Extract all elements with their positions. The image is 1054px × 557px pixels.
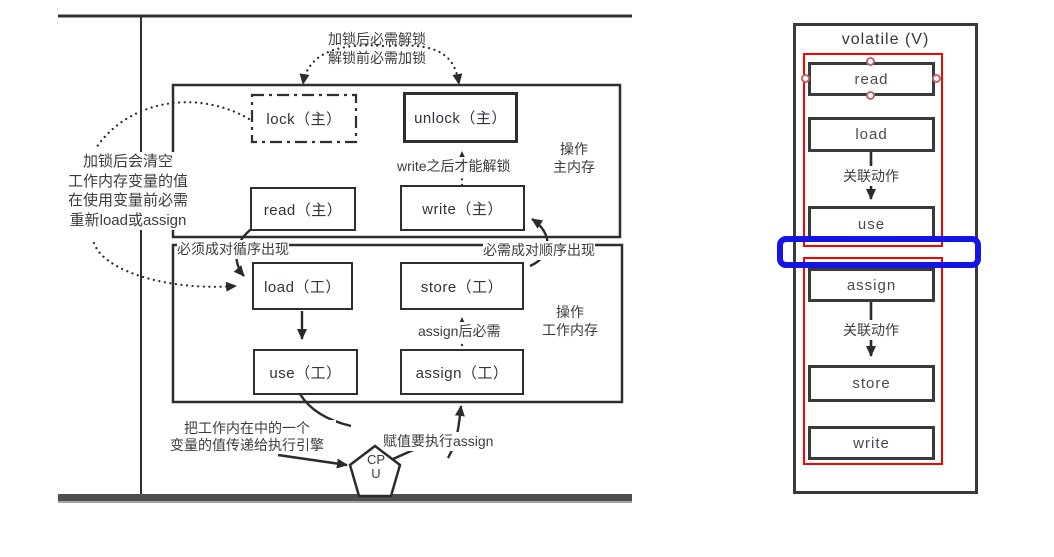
blue-highlight-overlay[interactable]	[777, 236, 981, 268]
load-box: load（工）	[252, 262, 353, 310]
lock-unlock-note-line2: 解锁前必需加锁	[328, 50, 426, 66]
red-highlight-frame-bottom[interactable]	[803, 257, 943, 465]
volatile-use-label: use	[857, 215, 886, 233]
lock-box: lock（主）	[252, 95, 356, 142]
pair-note-left: 必须成对循序出现	[177, 240, 289, 259]
store-label: store（工）	[420, 278, 504, 296]
use-box: use（工）	[253, 349, 358, 395]
unlock-box: unlock（主）	[403, 92, 518, 143]
selection-handle-left[interactable]	[801, 74, 810, 83]
lock-clear-note-line1: 加锁后会清空	[82, 153, 173, 170]
cpu-pentagon	[348, 444, 402, 498]
volatile-store-shape[interactable]: store	[808, 365, 935, 402]
volatile-load-label: load	[855, 126, 888, 143]
main-memory-label-line2: 主内存	[553, 159, 595, 175]
volatile-title: volatile (V)	[841, 31, 930, 48]
volatile-assign-label: assign	[846, 276, 897, 294]
main-memory-label-line1: 操作	[560, 141, 588, 157]
working-memory-label-line2: 工作内存	[542, 322, 598, 338]
lock-unlock-arc-right	[388, 44, 463, 86]
lock-clear-note-line3: 在使用变量前必需	[67, 192, 188, 209]
lock-clear-note: 加锁后会清空 工作内存变量的值 在使用变量前必需 重新load或assign	[62, 152, 194, 230]
lock-note-arc	[94, 101, 251, 150]
lock-clear-note-line4: 重新load或assign	[69, 211, 187, 229]
load-label: load（工）	[264, 278, 341, 296]
use-note-curve	[298, 393, 352, 428]
cpu-label-line1: CP	[366, 452, 386, 467]
write-unlock-note: write之后才能解锁	[397, 157, 511, 176]
working-memory-label: 操作 工作内存	[533, 303, 607, 339]
read-label: read（主）	[263, 201, 343, 219]
use-label: use（工）	[269, 364, 342, 382]
use-cpu-note: 把工作内在中的一个 变量的值传递给执行引擎	[158, 420, 336, 454]
pair-note-right: 必需成对顺序出现	[483, 241, 595, 260]
store-box: store（工）	[400, 262, 524, 310]
use-cpu-note-line2: 变量的值传递给执行引擎	[170, 437, 324, 453]
assign-label: assign（工）	[415, 364, 509, 382]
working-memory-label-line1: 操作	[556, 304, 584, 320]
red-highlight-frame-top[interactable]	[803, 53, 943, 247]
note-cpu-arrow	[277, 453, 348, 469]
unlock-label: unlock（主）	[414, 110, 507, 127]
lock-box-border	[250, 93, 358, 144]
selection-handle-bottom[interactable]	[866, 91, 875, 100]
note-load-arc	[92, 241, 238, 292]
volatile-store-label: store	[852, 375, 891, 392]
bottom-rule	[58, 494, 632, 501]
read-box: read（主）	[250, 187, 356, 231]
write-box: write（主）	[400, 185, 525, 231]
link-label-bottom: 关联动作	[838, 320, 904, 340]
lock-unlock-note: 加锁后必需解锁 解锁前必需加锁	[328, 30, 426, 68]
assign-box: assign（工）	[400, 349, 524, 395]
main-memory-label: 操作 主内存	[543, 140, 605, 176]
selection-handle-top[interactable]	[866, 57, 875, 66]
cpu-label-line2: U	[371, 466, 381, 481]
cpu-label: CP U	[355, 453, 397, 481]
lock-clear-note-line2: 工作内存变量的值	[67, 172, 188, 190]
volatile-write-label: write	[853, 434, 890, 452]
selection-handle-right[interactable]	[932, 74, 941, 83]
volatile-assign-shape[interactable]: assign	[808, 268, 935, 302]
assign-store-note: assign后必需	[418, 322, 501, 341]
use-cpu-note-line1: 把工作内在中的一个	[184, 420, 310, 436]
volatile-load-shape[interactable]: load	[808, 117, 935, 152]
volatile-write-shape[interactable]: write	[808, 426, 935, 460]
lock-unlock-arc-left	[299, 44, 385, 86]
volatile-read-label: read	[854, 70, 889, 88]
working-memory-box	[171, 243, 624, 404]
lock-unlock-note-line1: 加锁后必需解锁	[328, 31, 426, 47]
link-label-top: 关联动作	[838, 166, 904, 186]
lock-label: lock（主）	[266, 111, 342, 128]
cpu-assign-note: 赋值要执行assign	[383, 432, 494, 451]
write-label: write（主）	[422, 200, 503, 218]
